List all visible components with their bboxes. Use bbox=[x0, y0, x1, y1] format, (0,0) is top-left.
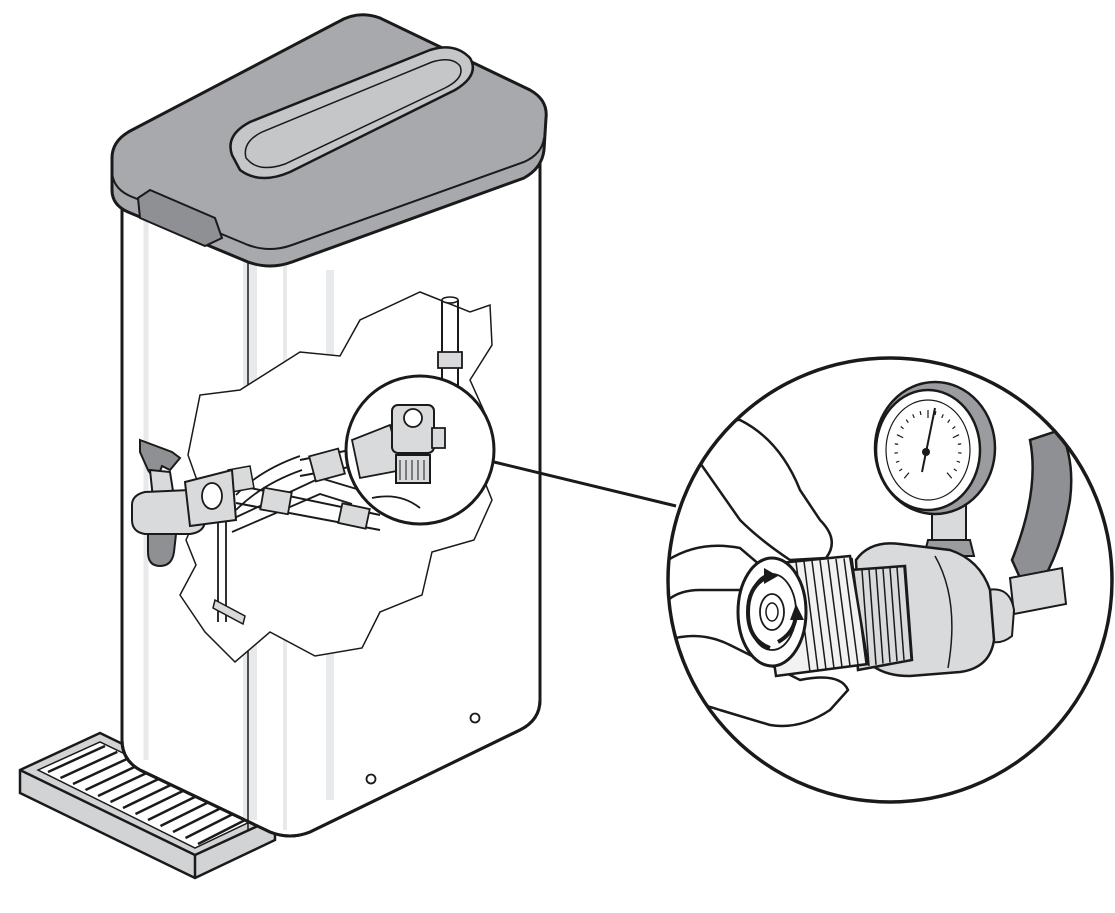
water-hose bbox=[1010, 428, 1073, 603]
leader-line bbox=[493, 460, 677, 508]
faucet-spout bbox=[147, 533, 178, 568]
drip-tray bbox=[18, 731, 277, 880]
screw-hole bbox=[469, 712, 481, 724]
regulator-knob-small bbox=[395, 454, 431, 484]
counterclockwise-arrow-icon bbox=[745, 568, 804, 650]
grate-rib bbox=[59, 750, 118, 780]
upper-hand bbox=[668, 418, 833, 562]
grate-rib bbox=[47, 744, 106, 774]
dispensing-faucet[interactable] bbox=[131, 438, 238, 568]
pressure-gauge-icon bbox=[873, 380, 997, 516]
grate-rib bbox=[84, 762, 143, 792]
lid bbox=[110, 13, 548, 268]
detail-locator-circle bbox=[344, 374, 496, 526]
tube-fitting bbox=[437, 351, 463, 369]
detail-magnified-circle bbox=[666, 356, 1114, 804]
grate-rib bbox=[72, 756, 131, 786]
screw-hole bbox=[365, 773, 377, 785]
